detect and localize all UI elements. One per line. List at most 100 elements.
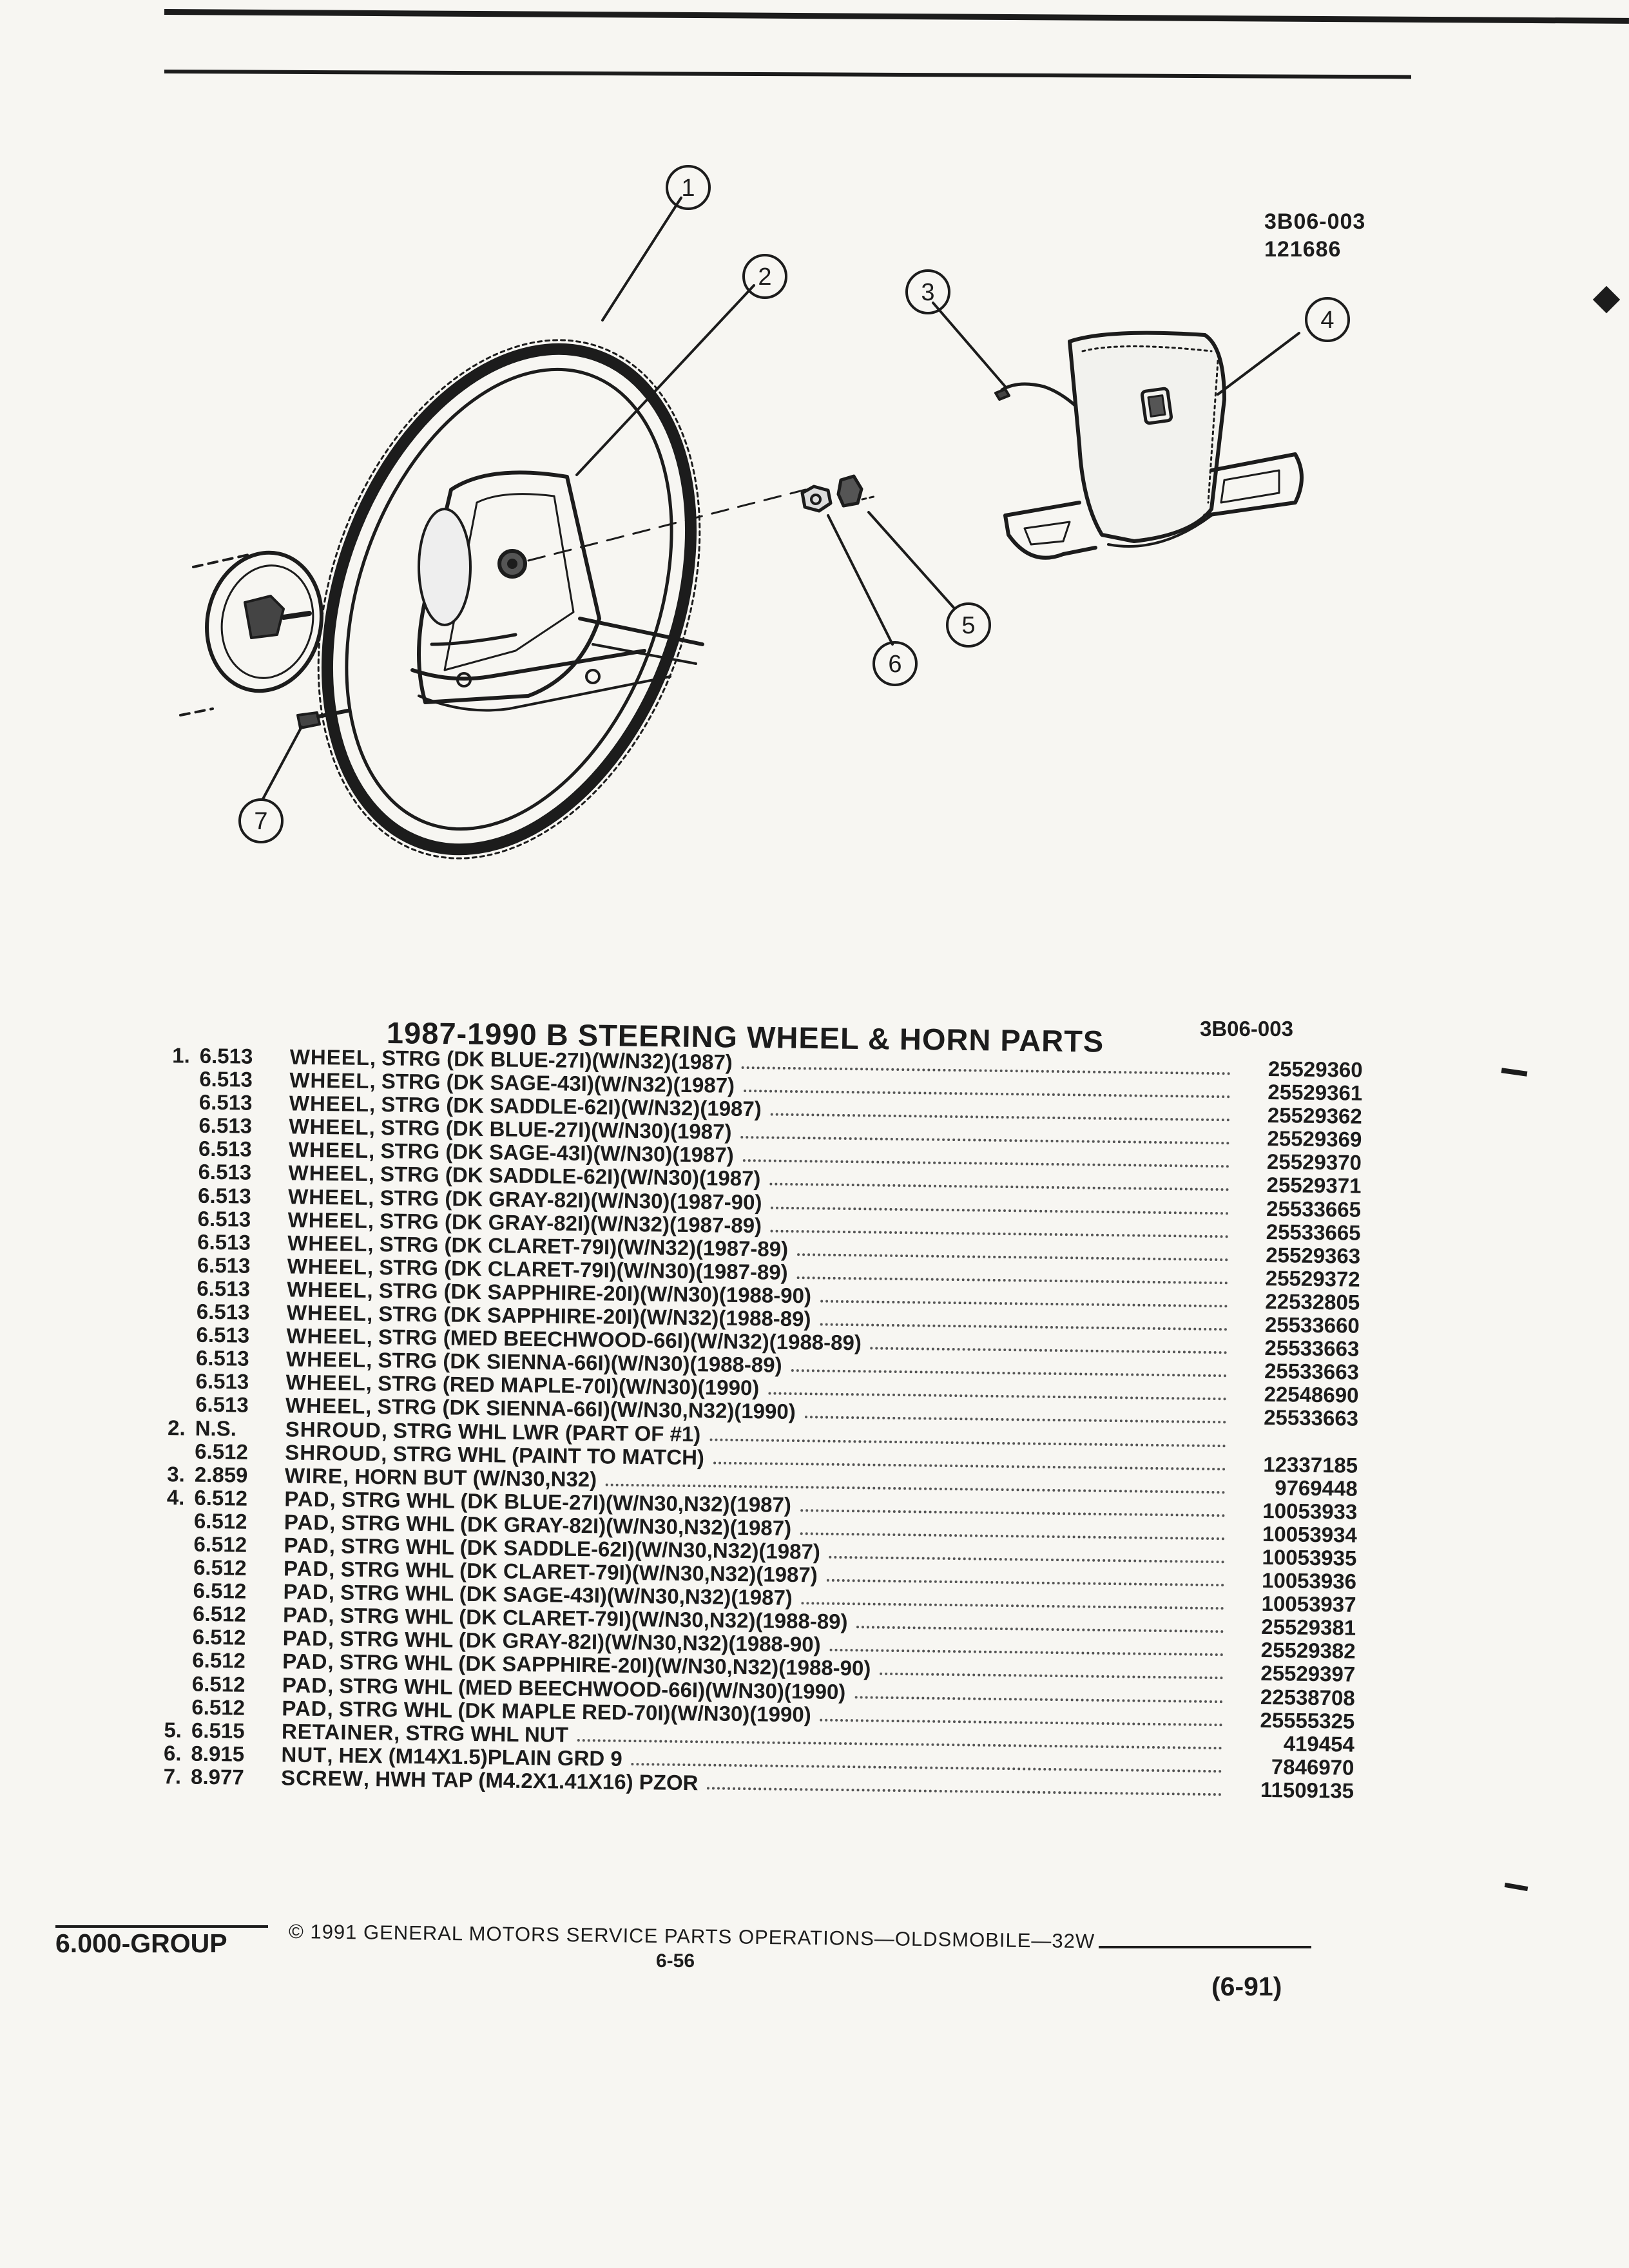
item-number [161,1067,190,1068]
item-number [159,1276,188,1277]
steering-wheel-exploded-diagram: 1 2 3 4 5 6 7 [179,165,1350,860]
group-number: 6.512 [191,1695,246,1720]
part-name: RETAINER [281,1719,394,1745]
group-number: 6.513 [197,1206,251,1231]
steering-wheel [317,339,704,860]
group-number: 6.513 [195,1345,249,1370]
horn-wire-3 [994,382,1084,414]
part-number: 25529372 [1265,1265,1360,1291]
part-number: 25529381 [1261,1615,1356,1640]
item-number [160,1090,189,1091]
section-ref: 3B06-003 [1200,1017,1293,1041]
part-name: WHEEL [288,1137,369,1163]
group-number: 6.512 [193,1532,247,1557]
part-name: PAD [282,1649,328,1674]
item-number: 1. [172,1043,191,1068]
part-name: WHEEL [286,1300,367,1325]
part-number: 25533665 [1266,1196,1362,1222]
callout-1: 1 [681,175,695,202]
part-name: WHEEL [289,1114,369,1140]
horn-pad-4 [1003,331,1304,560]
group-number: 6.512 [193,1578,247,1603]
item-number [155,1532,184,1533]
part-name: WHEEL [285,1370,366,1396]
group-number: 6.513 [197,1183,251,1208]
part-number: 9769448 [1275,1475,1358,1501]
part-name: PAD [282,1602,329,1628]
part-number: 25529360 [1268,1056,1363,1082]
group-number: 6.513 [197,1229,251,1254]
callout-3: 3 [921,279,934,306]
part-number: 12337185 [1263,1452,1358,1477]
part-number: 25529369 [1267,1126,1362,1152]
group-number: 6.512 [194,1485,248,1510]
part-name: NUT [281,1742,327,1767]
group-number: 8.977 [190,1764,244,1789]
item-number [159,1230,188,1231]
part-number: 25529382 [1260,1638,1356,1664]
item-number: 4. [166,1485,185,1510]
group-number: 6.512 [192,1625,246,1650]
group-number: 6.512 [195,1439,249,1464]
scan-mark [1501,1068,1528,1077]
group-number: 6.512 [193,1555,247,1580]
part-name: PAD [283,1579,329,1604]
callout-6: 6 [888,651,901,678]
group-number: 6.513 [199,1043,253,1068]
retainer-5 [836,474,878,508]
item-number [160,1113,189,1114]
group-number: 6.512 [193,1508,247,1533]
part-name: WHEEL [288,1160,369,1186]
group-number: 6.513 [197,1276,251,1301]
part-detail: , HORN BUT (W/N30,N32) [342,1464,597,1491]
item-number: 7. [163,1764,182,1789]
part-name: PAD [284,1486,330,1512]
part-name: SHROUD [285,1439,381,1465]
item-number [153,1671,182,1672]
dot-leader [854,1695,1223,1705]
part-name: WHEEL [287,1184,369,1209]
part-name: WHEEL [287,1231,368,1256]
part-name: WIRE [284,1463,343,1488]
part-number: 25529371 [1266,1173,1362,1198]
part-name: PAD [284,1533,329,1558]
part-number: 25533663 [1264,1359,1360,1384]
item-number [154,1648,183,1649]
part-number: 10053934 [1262,1521,1358,1547]
part-name: PAD [282,1695,327,1720]
part-number: 25529397 [1260,1661,1356,1687]
part-name: WHEEL [287,1254,368,1279]
part-number: 22532805 [1265,1289,1360,1314]
part-number: 25529363 [1266,1242,1361,1268]
group-number: 6.513 [195,1392,249,1418]
scan-mark [1504,1882,1528,1892]
part-number: 10053933 [1262,1498,1358,1524]
part-name: WHEEL [287,1277,367,1302]
dot-leader [706,1787,1222,1798]
part-name: WHEEL [286,1323,367,1349]
part-name: WHEEL [285,1393,366,1419]
callout-5: 5 [961,612,975,639]
part-number: 22548690 [1264,1382,1359,1408]
group-number: 6.513 [198,1160,252,1185]
part-description: SCREW, HWH TAP (M4.2X1.41X16) PZOR [281,1765,699,1794]
part-number: 10053936 [1261,1568,1357,1593]
group-number: 6.513 [196,1322,250,1347]
item-number [155,1555,184,1556]
group-number: 6.513 [198,1137,252,1162]
group-number: 6.513 [199,1066,253,1091]
dot-leader [880,1673,1224,1682]
group-number: 6.513 [198,1090,253,1115]
item-number [154,1625,183,1626]
item-number [153,1695,182,1696]
footer-group: 6.000-GROUP [55,1928,227,1958]
illustration-ref: 3B06-003 [1264,209,1366,234]
group-number: 6.512 [192,1601,247,1626]
group-number: 8.915 [191,1741,245,1766]
part-number: 11509135 [1260,1777,1354,1803]
part-name: WHEEL [289,1091,370,1117]
part-number: 10053935 [1262,1544,1357,1570]
dot-leader [856,1626,1224,1635]
item-number: 5. [164,1717,182,1742]
